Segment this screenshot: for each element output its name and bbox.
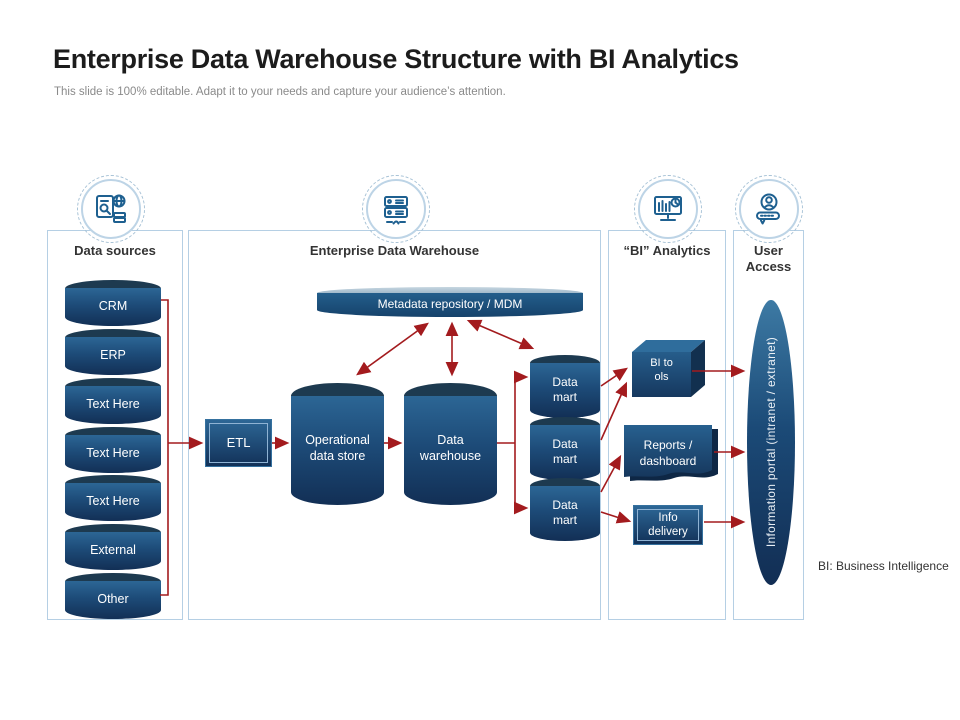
information-portal-label: Information portal (intranet / extranet) bbox=[764, 337, 778, 548]
analytics-monitor-icon bbox=[654, 196, 682, 221]
source-cylinder: External bbox=[65, 524, 161, 570]
source-cylinder: Text Here bbox=[65, 378, 161, 424]
data-mart-label: Data mart bbox=[552, 374, 578, 404]
data-mart-cylinder: Data mart bbox=[530, 478, 600, 541]
data-warehouse-cylinder: Data warehouse bbox=[404, 383, 497, 505]
source-cylinder: CRM bbox=[65, 280, 161, 326]
source-cylinder-label: ERP bbox=[100, 347, 126, 362]
data-sources-badge bbox=[77, 175, 145, 243]
data-mart-label: Data mart bbox=[552, 436, 578, 466]
page-title: Enterprise Data Warehouse Structure with… bbox=[53, 44, 739, 74]
operational-data-store-label: Operational data store bbox=[305, 433, 370, 463]
metadata-repository-label: Metadata repository / MDM bbox=[377, 297, 523, 311]
user-access-title: User Access bbox=[745, 243, 792, 275]
footnote: BI: Business Intelligence bbox=[818, 559, 949, 573]
reports-dashboard-label: Reports / dashboard bbox=[639, 438, 697, 468]
source-cylinder: Text Here bbox=[65, 427, 161, 473]
reports-dashboard-shape bbox=[624, 425, 718, 481]
bi-analytics-badge bbox=[634, 175, 702, 243]
data-warehouse-label: Data warehouse bbox=[419, 433, 482, 463]
server-stack-icon bbox=[384, 196, 408, 225]
user-access-icon bbox=[756, 193, 780, 225]
source-cylinder: ERP bbox=[65, 329, 161, 375]
information-portal-ellipse: Information portal (intranet / extranet) bbox=[747, 300, 795, 585]
metadata-repository-cylinder: Metadata repository / MDM bbox=[317, 287, 583, 317]
database-search-icon bbox=[96, 194, 126, 223]
user-access-badge bbox=[735, 175, 803, 243]
page-subtitle: This slide is 100% editable. Adapt it to… bbox=[54, 86, 506, 98]
bi-tools-label: BI tools bbox=[650, 357, 673, 384]
bi-tools-cube bbox=[632, 340, 705, 397]
source-cylinder-label: Other bbox=[97, 591, 129, 606]
etl-label: ETL bbox=[226, 434, 251, 450]
data-sources-title: Data sources bbox=[74, 243, 156, 258]
source-cylinder-label: External bbox=[90, 542, 136, 557]
source-cylinder-label: Text Here bbox=[86, 396, 140, 411]
data-mart-cylinder: Data mart bbox=[530, 355, 600, 418]
source-cylinder-label: Text Here bbox=[86, 445, 140, 460]
edw-badge bbox=[362, 175, 430, 243]
etl-box: ETL bbox=[205, 419, 272, 467]
operational-data-store-cylinder: Operational data store bbox=[291, 383, 384, 505]
source-cylinder-label: Text Here bbox=[86, 493, 140, 508]
data-mart-cylinder: Data mart bbox=[530, 417, 600, 480]
source-cylinder: Other bbox=[65, 573, 161, 619]
bi-analytics-title: “BI” Analytics bbox=[623, 243, 711, 258]
info-delivery-box: Info delivery bbox=[633, 505, 703, 545]
source-cylinder-label: CRM bbox=[98, 298, 128, 313]
source-cylinder: Text Here bbox=[65, 475, 161, 521]
info-delivery-label: Info delivery bbox=[648, 511, 688, 538]
data-mart-label: Data mart bbox=[552, 497, 578, 527]
edw-title: Enterprise Data Warehouse bbox=[309, 243, 480, 258]
